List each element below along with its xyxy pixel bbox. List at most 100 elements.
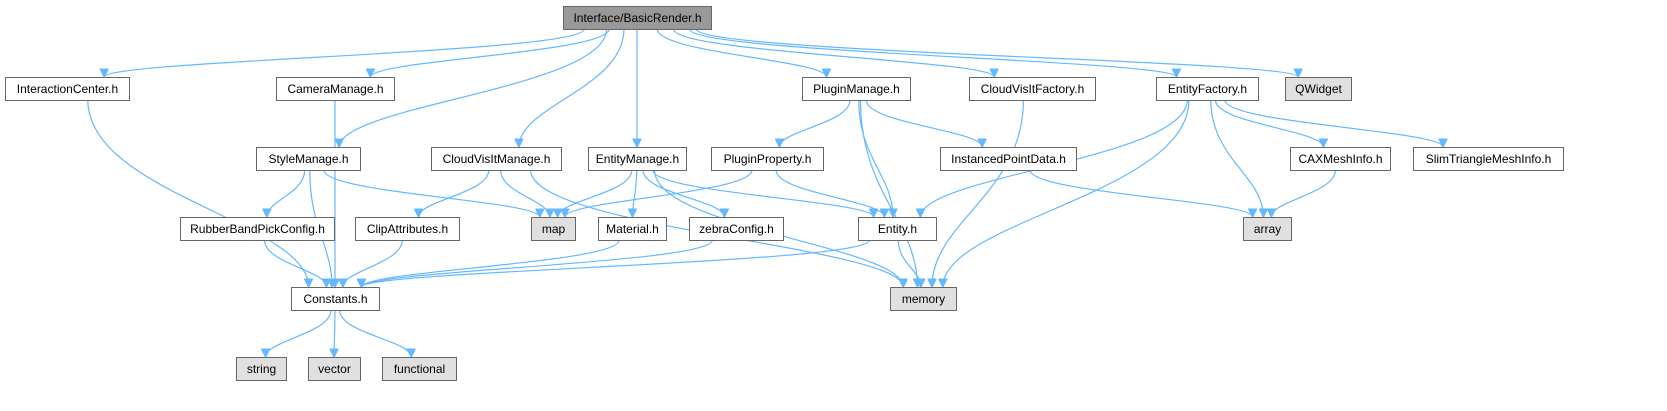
node-entitymanage[interactable]: EntityManage.h xyxy=(588,147,687,171)
node-box-functional[interactable] xyxy=(382,357,457,381)
edge-cloudvisitfactory-to-memory xyxy=(932,99,1025,287)
edge-cloudvisitmanage-to-map xyxy=(500,169,550,217)
node-label-map: map xyxy=(542,222,566,236)
edge-rubberbandpickconfig-to-constants xyxy=(263,239,327,287)
edge-basicrender-to-interactioncenter xyxy=(104,28,585,77)
node-box-cloudvisitfactory[interactable] xyxy=(969,77,1096,101)
node-label-qwidget: QWidget xyxy=(1295,82,1342,96)
node-cameramanage[interactable]: CameraManage.h xyxy=(276,77,395,101)
edge-clipattributes-to-constants xyxy=(343,239,403,287)
node-instancedpointdata[interactable]: InstancedPointData.h xyxy=(940,147,1077,171)
edge-entity-to-memory xyxy=(897,239,921,287)
edge-entitymanage-to-entity xyxy=(652,169,874,218)
node-box-clipattributes[interactable] xyxy=(355,217,460,241)
node-label-zebraconfig: zebraConfig.h xyxy=(699,222,774,236)
node-box-vector[interactable] xyxy=(308,357,361,381)
edge-basicrender-to-pluginmanage xyxy=(656,28,826,77)
edge-stylemanage-to-rubberbandpickconfig xyxy=(267,169,306,217)
edge-basicrender-to-entityfactory xyxy=(689,28,1177,77)
node-box-entityfactory[interactable] xyxy=(1156,77,1259,101)
node-slimtrianglemeshinfo[interactable]: SlimTriangleMeshInfo.h xyxy=(1413,147,1564,171)
node-box-qwidget[interactable] xyxy=(1285,77,1352,101)
node-label-clipattributes: ClipAttributes.h xyxy=(367,222,448,236)
node-label-cloudvisitmanage: CloudVisItManage.h xyxy=(443,152,551,166)
node-box-basicrender[interactable] xyxy=(563,6,712,30)
node-rubberbandpickconfig[interactable]: RubberBandPickConfig.h xyxy=(180,217,335,241)
node-basicrender[interactable]: Interface/BasicRender.h xyxy=(563,6,712,30)
edge-pluginmanage-to-instancedpointdata xyxy=(865,99,982,147)
node-box-pluginproperty[interactable] xyxy=(711,147,824,171)
node-clipattributes[interactable]: ClipAttributes.h xyxy=(355,217,460,241)
node-string[interactable]: string xyxy=(236,357,287,381)
node-label-interactioncenter: InteractionCenter.h xyxy=(17,82,118,96)
node-array[interactable]: array xyxy=(1243,217,1292,241)
node-box-entitymanage[interactable] xyxy=(588,147,687,171)
node-interactioncenter[interactable]: InteractionCenter.h xyxy=(5,77,130,101)
node-box-constants[interactable] xyxy=(291,287,380,311)
edge-basicrender-to-cloudvisitmanage xyxy=(519,28,625,147)
node-stylemanage[interactable]: StyleManage.h xyxy=(256,147,361,171)
node-box-map[interactable] xyxy=(531,217,576,241)
edge-pluginmanage-to-pluginproperty xyxy=(779,99,851,147)
edge-constants-to-vector xyxy=(334,309,335,357)
edge-constants-to-functional xyxy=(339,309,412,357)
node-box-pluginmanage[interactable] xyxy=(802,77,911,101)
node-vector[interactable]: vector xyxy=(308,357,361,381)
node-pluginproperty[interactable]: PluginProperty.h xyxy=(711,147,824,171)
node-map[interactable]: map xyxy=(531,217,576,241)
edge-basicrender-to-stylemanage xyxy=(339,28,608,147)
node-zebraconfig[interactable]: zebraConfig.h xyxy=(689,217,784,241)
node-caxmeshinfo[interactable]: CAXMeshInfo.h xyxy=(1290,147,1391,171)
edge-interactioncenter-to-constants xyxy=(87,99,309,287)
node-box-array[interactable] xyxy=(1243,217,1292,241)
node-label-instancedpointdata: InstancedPointData.h xyxy=(951,152,1066,166)
nodes-layer: Interface/BasicRender.hInteractionCenter… xyxy=(5,6,1564,381)
edge-entitymanage-to-material xyxy=(632,169,638,217)
edge-constants-to-string xyxy=(266,309,332,357)
edge-entityfactory-to-caxmeshinfo xyxy=(1214,99,1323,147)
node-constants[interactable]: Constants.h xyxy=(291,287,380,311)
node-box-zebraconfig[interactable] xyxy=(689,217,784,241)
node-cloudvisitmanage[interactable]: CloudVisItManage.h xyxy=(431,147,562,171)
node-box-instancedpointdata[interactable] xyxy=(940,147,1077,171)
node-label-functional: functional xyxy=(394,362,445,376)
edge-basicrender-to-cloudvisitfactory xyxy=(672,28,995,78)
node-label-stylemanage: StyleManage.h xyxy=(268,152,348,166)
node-box-stylemanage[interactable] xyxy=(256,147,361,171)
node-cloudvisitfactory[interactable]: CloudVisItFactory.h xyxy=(969,77,1096,101)
node-label-cloudvisitfactory: CloudVisItFactory.h xyxy=(981,82,1085,96)
node-label-rubberbandpickconfig: RubberBandPickConfig.h xyxy=(190,222,325,236)
node-box-material[interactable] xyxy=(598,217,667,241)
node-box-memory[interactable] xyxy=(890,287,957,311)
node-box-caxmeshinfo[interactable] xyxy=(1290,147,1391,171)
node-label-pluginproperty: PluginProperty.h xyxy=(724,152,812,166)
node-material[interactable]: Material.h xyxy=(598,217,667,241)
edge-entitymanage-to-zebraconfig xyxy=(642,169,724,217)
node-label-basicrender: Interface/BasicRender.h xyxy=(573,11,701,25)
node-pluginmanage[interactable]: PluginManage.h xyxy=(802,77,911,101)
edge-entityfactory-to-array xyxy=(1210,99,1264,217)
node-box-rubberbandpickconfig[interactable] xyxy=(180,217,335,241)
node-memory[interactable]: memory xyxy=(890,287,957,311)
node-entityfactory[interactable]: EntityFactory.h xyxy=(1156,77,1259,101)
edge-entitymanage-to-map xyxy=(558,169,633,217)
node-label-slimtrianglemeshinfo: SlimTriangleMeshInfo.h xyxy=(1426,152,1552,166)
edge-stylemanage-to-map xyxy=(323,169,540,218)
node-label-array: array xyxy=(1254,222,1281,236)
node-box-cloudvisitmanage[interactable] xyxy=(431,147,562,171)
node-label-string: string xyxy=(247,362,276,376)
node-box-slimtrianglemeshinfo[interactable] xyxy=(1413,147,1564,171)
node-box-string[interactable] xyxy=(236,357,287,381)
node-qwidget[interactable]: QWidget xyxy=(1285,77,1352,101)
edge-cloudvisitmanage-to-clipattributes xyxy=(419,169,490,217)
node-entity[interactable]: Entity.h xyxy=(858,217,937,241)
edge-pluginproperty-to-map xyxy=(565,169,753,217)
node-functional[interactable]: functional xyxy=(382,357,457,381)
node-box-interactioncenter[interactable] xyxy=(5,77,130,101)
edge-entity-to-constants xyxy=(361,239,871,287)
node-label-entityfactory: EntityFactory.h xyxy=(1168,82,1247,96)
node-box-entity[interactable] xyxy=(858,217,937,241)
node-box-cameramanage[interactable] xyxy=(276,77,395,101)
edge-instancedpointdata-to-array xyxy=(1029,169,1253,218)
